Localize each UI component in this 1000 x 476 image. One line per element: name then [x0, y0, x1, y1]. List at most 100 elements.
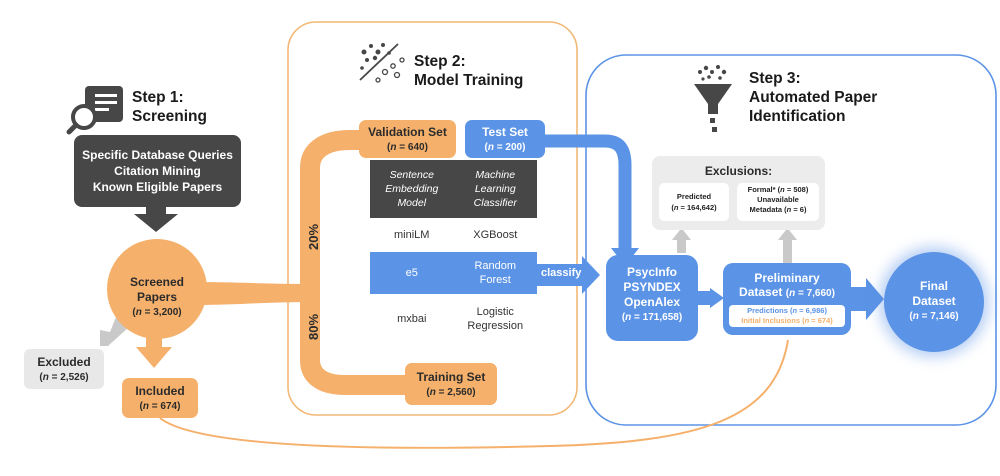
header-col1-line2: Embedding	[385, 183, 439, 195]
exclusions-title: Exclusions:	[704, 164, 773, 178]
classifier-line2: Forest	[479, 274, 511, 286]
databases-box: PsycInfo PSYNDEX OpenAlex (n = 171,658)	[606, 255, 698, 341]
preliminary-label: Preliminary	[754, 271, 820, 285]
header-col2-line3: Classifier	[473, 197, 517, 209]
arrow-to-included	[136, 347, 172, 368]
included-box: Included (n = 674)	[122, 378, 198, 418]
document-search-icon	[66, 86, 123, 135]
row-model-minilm: miniLM	[394, 229, 430, 241]
db-psycinfo: PsycInfo	[626, 265, 677, 279]
split-20-label: 20%	[306, 223, 321, 250]
arrow-to-formal-exclusion	[778, 228, 797, 240]
header-col1-line1: Sentence	[389, 169, 434, 181]
classifier-line1: Random	[474, 260, 517, 272]
preliminary-dataset-box: Preliminary Dataset (n = 7,660) Predicti…	[723, 263, 851, 335]
step2-number: Step 2:	[414, 53, 466, 70]
included-label: Included	[135, 384, 185, 398]
step3-container	[585, 54, 997, 426]
table-row: mxbai Logistic Regression	[370, 294, 537, 344]
step3-name-line2: Identification	[749, 108, 846, 125]
step3-title: Step 3: Automated Paper Identification	[749, 69, 877, 126]
step3-number: Step 3:	[749, 70, 801, 87]
source-citation-mining: Citation Mining	[114, 164, 201, 178]
screened-label: Screened	[129, 275, 185, 289]
row-model-mxbai: mxbai	[397, 313, 427, 325]
training-label: Training Set	[416, 370, 486, 384]
step2-title: Step 2: Model Training	[414, 52, 523, 90]
source-database-queries: Specific Database Queries	[82, 148, 233, 162]
training-set-box: Training Set (n = 2,560)	[405, 363, 497, 405]
test-to-databases-line	[540, 134, 632, 250]
classifier-line1: Logistic	[476, 306, 514, 318]
validation-count: 640	[407, 142, 425, 153]
metadata-count: 6	[799, 205, 804, 214]
header-embedding-model: Sentence Embedding Model	[370, 168, 454, 210]
initial-inclusions-label: Initial Inclusions	[741, 316, 800, 325]
papers-label: Papers	[136, 290, 178, 304]
predicted-count: 164,642	[687, 203, 715, 212]
final-dataset-label: Dataset	[912, 294, 956, 308]
unavailable-label: Unavailable	[757, 195, 799, 204]
source-known-papers: Known Eligible Papers	[92, 180, 223, 194]
funnel-icon	[694, 65, 732, 132]
table-row: e5 Random Forest	[370, 252, 537, 294]
classifier-line2: Regression	[467, 320, 524, 332]
predictions-count: 6,986	[805, 306, 825, 315]
databases-count: 171,658	[642, 312, 679, 323]
classify-label: classify	[541, 267, 582, 279]
test-count: 200	[505, 142, 523, 153]
training-count: 2,560	[447, 387, 473, 398]
arrow-sources-to-screened	[134, 207, 178, 232]
scatter-split-icon	[359, 43, 405, 83]
formal-count: 508	[793, 185, 806, 194]
included-to-preliminary-line	[159, 339, 789, 449]
db-openalex: OpenAlex	[623, 295, 680, 309]
final-count: 7,146	[930, 311, 956, 322]
dataset-label: Dataset	[739, 285, 783, 299]
arrow-to-predicted-exclusion	[672, 228, 691, 240]
validation-set-box: Validation Set (n = 640)	[359, 120, 456, 158]
step3-name-line1: Automated Paper	[749, 89, 878, 106]
row-model-e5: e5	[405, 267, 418, 279]
model-table: Sentence Embedding Model Machine Learnin…	[370, 160, 537, 346]
screened-papers-node: Screened Papers (n = 3,200)	[107, 239, 207, 339]
row-classifier-logistic: Logistic Regression	[454, 305, 538, 333]
formal-exclusion-box: Formal* (n = 508) Unavailable Metadata (…	[737, 183, 819, 221]
preliminary-breakdown: Predictions (n = 6,986) Initial Inclusio…	[729, 305, 845, 327]
split-80-label: 80%	[306, 313, 321, 340]
search-sources-box: Specific Database Queries Citation Minin…	[74, 135, 241, 207]
predictions-label: Predictions	[747, 306, 788, 315]
header-col2-line1: Machine	[475, 169, 516, 181]
table-header: Sentence Embedding Model Machine Learnin…	[370, 160, 537, 218]
included-count: 674	[160, 401, 178, 412]
step2-container	[287, 21, 578, 416]
initial-inclusions-count: 674	[817, 316, 831, 325]
predicted-exclusion-box: Predicted (n = 164,642)	[659, 183, 729, 221]
excluded-count: 2,526	[60, 372, 86, 383]
excluded-label: Excluded	[37, 355, 91, 369]
arrow-preliminary-to-final	[866, 278, 884, 320]
screened-count: 3,200	[153, 307, 179, 318]
table-row: miniLM XGBoost	[370, 218, 537, 253]
predicted-label: Predicted	[676, 192, 712, 201]
final-dataset-node: Final Dataset (n = 7,146)	[884, 252, 984, 352]
step1-number: Step 1:	[132, 89, 184, 106]
header-col2-line2: Learning	[474, 183, 516, 195]
metadata-label: Metadata	[749, 205, 783, 214]
final-label: Final	[919, 279, 948, 293]
test-label: Test Set	[482, 125, 528, 139]
db-psyndex: PSYNDEX	[623, 280, 681, 294]
arrow-db-to-preliminary	[710, 288, 724, 308]
test-set-box: Test Set (n = 200)	[465, 120, 545, 158]
validation-label: Validation Set	[368, 125, 447, 139]
classify-arrow	[582, 256, 600, 294]
step1-title: Step 1: Screening	[132, 88, 207, 126]
step2-name: Model Training	[414, 72, 524, 89]
header-classifier: Machine Learning Classifier	[454, 168, 538, 210]
formal-label: Formal*	[747, 185, 776, 194]
row-classifier-random-forest: Random Forest	[454, 259, 538, 287]
header-col1-line3: Model	[397, 197, 427, 209]
row-classifier-xgboost: XGBoost	[473, 229, 518, 241]
step1-name: Screening	[132, 108, 207, 125]
preliminary-count: 7,660	[806, 288, 832, 299]
